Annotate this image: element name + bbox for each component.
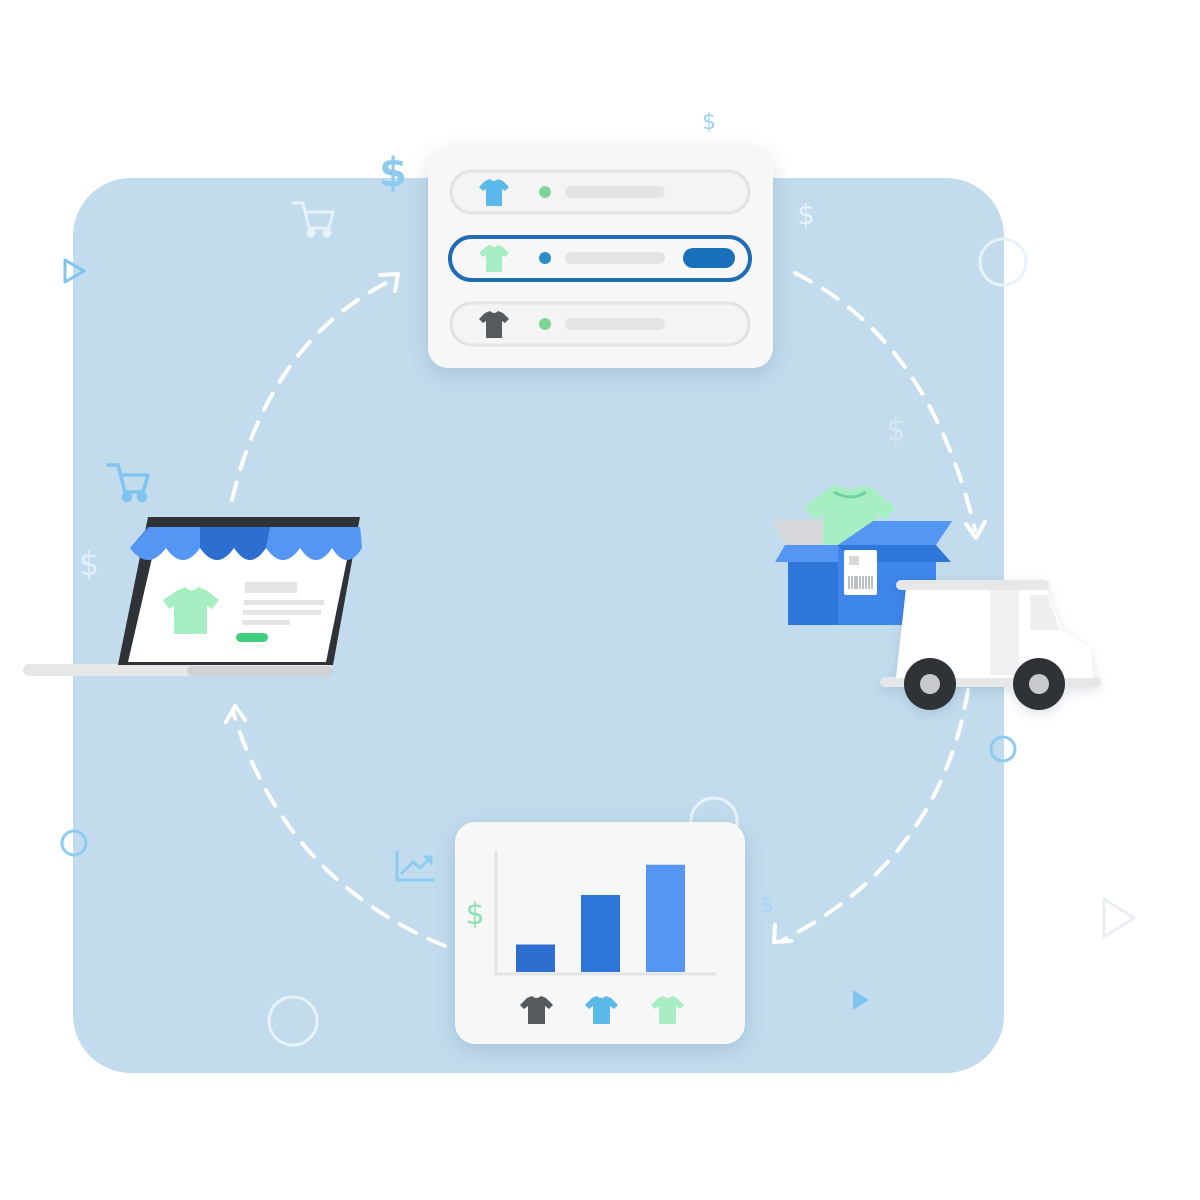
list-item[interactable]	[449, 169, 751, 215]
bar-green-shirt	[646, 864, 685, 972]
cart-icon	[291, 201, 335, 238]
arrow-head-icon	[772, 923, 793, 944]
text-placeholder	[565, 252, 665, 264]
sales-chart-card: $	[455, 822, 745, 1044]
arrow-head-icon	[224, 704, 247, 724]
delivery-truck	[880, 580, 1101, 710]
toggle-switch[interactable]	[683, 248, 735, 268]
dollar-icon: $	[797, 198, 815, 231]
text-placeholder	[244, 600, 324, 605]
decorative-icons: $ $ $ $ $ $	[79, 110, 906, 918]
tshirt-icon	[479, 245, 509, 272]
arrow-head-icon	[378, 272, 400, 293]
decor-circle	[978, 237, 1028, 287]
tshirt-icon	[585, 996, 618, 1024]
decor-circle	[267, 995, 319, 1047]
cycle-arrowheads	[224, 272, 987, 944]
tshirt-icon	[163, 587, 219, 634]
bar-cyan-shirt	[581, 895, 620, 972]
path-delivery-to-chart	[781, 688, 970, 942]
delivery-group	[773, 485, 1101, 710]
path-chart-to-store	[231, 710, 447, 948]
store-awning	[130, 527, 362, 560]
tshirt-icon	[520, 996, 553, 1024]
storefront-laptop	[23, 517, 362, 676]
buy-button[interactable]	[236, 633, 268, 642]
status-dot	[539, 318, 551, 330]
trend-chart-icon	[395, 850, 435, 882]
play-icon	[63, 258, 86, 284]
path-store-to-list	[230, 278, 394, 502]
list-item-selected[interactable]	[448, 235, 752, 282]
dollar-icon: $	[702, 110, 716, 135]
play-icon	[853, 990, 869, 1010]
text-placeholder	[242, 620, 290, 625]
bar-dark-shirt	[516, 944, 555, 972]
text-placeholder	[243, 610, 321, 615]
tshirt-icon	[479, 311, 509, 338]
play-icon	[1102, 897, 1136, 939]
arrow-head-icon	[964, 520, 987, 540]
currency-axis-label: $	[465, 897, 484, 932]
product-list-card	[428, 148, 773, 368]
dollar-icon: $	[886, 413, 905, 448]
cart-icon	[106, 463, 150, 503]
tshirt-icon	[479, 179, 509, 206]
text-placeholder	[245, 582, 297, 593]
decor-circle	[60, 829, 88, 857]
tshirt-icon	[651, 996, 684, 1024]
text-placeholder	[565, 186, 665, 198]
path-list-to-delivery	[793, 271, 977, 532]
status-dot	[539, 186, 551, 198]
dollar-icon: $	[79, 545, 99, 583]
cycle-path	[230, 271, 977, 948]
status-dot	[539, 252, 551, 264]
dollar-icon: $	[379, 150, 407, 196]
decor-circle	[989, 735, 1017, 763]
list-item[interactable]	[449, 301, 751, 347]
chart-bars	[516, 864, 685, 972]
text-placeholder	[565, 318, 665, 330]
dollar-icon: $	[760, 893, 774, 918]
